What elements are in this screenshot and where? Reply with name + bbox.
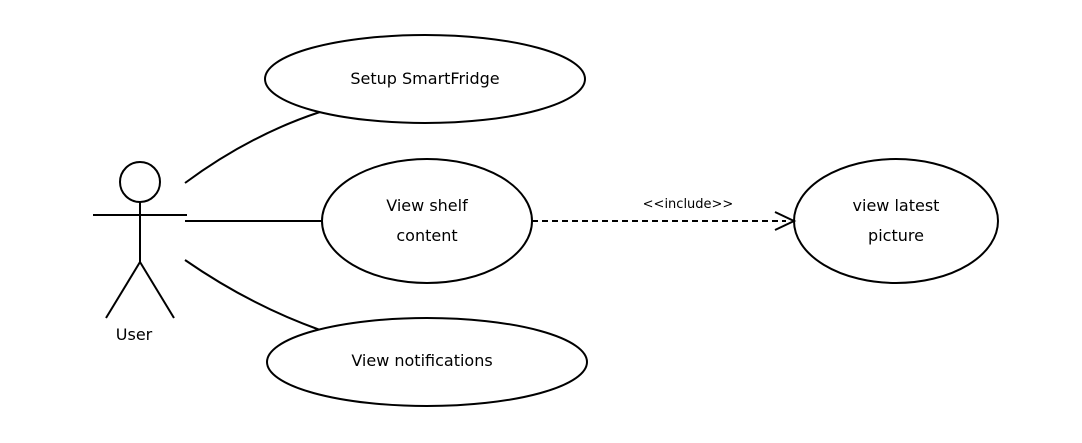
use-case-label-line1: view latest xyxy=(853,196,940,215)
include-label: <<include>> xyxy=(643,197,734,212)
actor-right-leg xyxy=(139,261,175,319)
use-case-label-line2: content xyxy=(396,226,457,245)
actor-user[interactable]: User xyxy=(93,161,187,344)
actor-label: User xyxy=(116,325,153,344)
use-case-ellipse xyxy=(793,158,999,284)
actor-head xyxy=(119,161,161,203)
use-case-view-latest-picture[interactable]: view latest picture xyxy=(793,158,999,284)
use-case-label-line1: View shelf xyxy=(386,196,468,215)
association-notifications xyxy=(184,259,321,331)
use-case-label: Setup SmartFridge xyxy=(350,69,499,88)
association-setup xyxy=(184,111,321,184)
arrowhead-icon xyxy=(774,211,797,231)
use-case-setup-smartfridge[interactable]: Setup SmartFridge xyxy=(264,34,586,124)
use-case-label-line2: picture xyxy=(868,226,924,245)
use-case-ellipse xyxy=(264,34,586,124)
include-relationship[interactable]: <<include>> xyxy=(532,197,797,231)
use-case-ellipse xyxy=(321,158,533,284)
use-case-label: View notifications xyxy=(351,351,492,370)
actor-left-leg xyxy=(105,261,141,319)
use-case-ellipse xyxy=(266,317,588,407)
use-case-view-notifications[interactable]: View notifications xyxy=(266,317,588,407)
use-case-view-shelf-content[interactable]: View shelf content xyxy=(321,158,533,284)
